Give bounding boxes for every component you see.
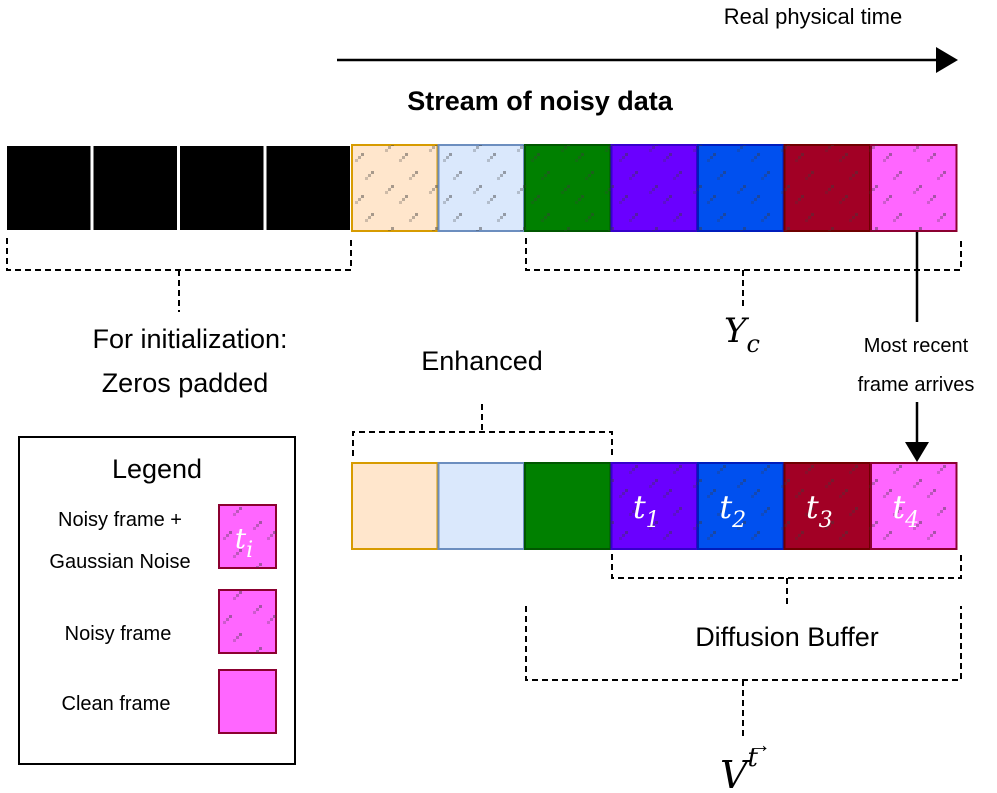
buffer-frame-4-label: t1 [633, 488, 660, 533]
buffer-frame-7-sub: 4 [904, 508, 919, 533]
stream-frame-1 [5, 144, 93, 232]
buffer-frame-5: t2 [697, 462, 785, 550]
diffusion-bracket [611, 554, 962, 579]
buffer-frame-6-label: t3 [806, 488, 833, 533]
legend-noisy-label: Noisy frame [65, 623, 172, 645]
stream-frame-3 [178, 144, 266, 232]
v-main: V [720, 753, 751, 793]
buffer-frame-5-sub: 2 [731, 508, 746, 533]
buffer-frame-6-sub: 3 [819, 508, 833, 533]
stream-title: Stream of noisy data [407, 86, 674, 116]
time-axis-label: Real physical time [724, 4, 903, 29]
init-bracket [6, 238, 352, 271]
stream-frame-5 [351, 144, 439, 232]
v-sup: t [747, 743, 758, 773]
most-recent-arrowhead [905, 442, 929, 462]
buffer-frame-2 [437, 462, 525, 550]
enhanced-label: Enhanced [421, 346, 543, 376]
buffer-frame-1 [351, 462, 439, 550]
stream-frame-8-noise [611, 145, 697, 231]
time-axis-arrowhead [936, 47, 958, 73]
buffer-frame-4-sub: 1 [646, 508, 660, 533]
buffer-frame-6-t: t [806, 488, 819, 526]
legend-clean-swatch-rect [218, 669, 277, 734]
stream-frame-4 [264, 144, 352, 232]
buffer-frame-7-noise [871, 463, 957, 549]
buffer-frame-6: t3 [783, 462, 871, 550]
legend-gauss-label-line1: Noisy frame + [58, 509, 182, 531]
most-recent-label-line1: Most recent [864, 335, 969, 357]
buffer-frame-7: t4 [870, 462, 958, 550]
buffer-frame-4-noise [611, 463, 697, 549]
buffer-frame-3 [524, 462, 612, 550]
legend-title: Legend [112, 454, 202, 484]
stream-frame-6 [437, 144, 525, 232]
legend-gauss-label-line2: Gaussian Noise [49, 551, 190, 573]
stream-frame-5-noise [352, 145, 438, 231]
buffer-frame-5-t: t [719, 488, 732, 526]
buffer-frame-5-label: t2 [719, 488, 746, 533]
stream-frame-11-noise [871, 145, 957, 231]
stream-frame-11 [870, 144, 958, 232]
buffer-frame-7-t: t [892, 488, 905, 526]
stream-frame-10 [783, 144, 871, 232]
stream-frame-9 [697, 144, 785, 232]
stream-frame-4-rect [264, 144, 352, 232]
legend-clean-swatch [218, 669, 277, 734]
enhanced-bracket [352, 431, 613, 456]
stream-frame-8 [610, 144, 698, 232]
legend-noisy-swatch [218, 589, 277, 654]
yc-label: Yc [724, 311, 760, 358]
stream-frame-7 [524, 144, 612, 232]
stream-frame-9-noise [698, 145, 784, 231]
most-recent-label-line2: frame arrives [858, 374, 975, 396]
buffer-frame-6-noise [784, 463, 870, 549]
buffer-frame-1-rect [351, 462, 439, 550]
stream-frame-3-rect [178, 144, 266, 232]
legend-gauss-swatch-sub: i [246, 538, 253, 563]
yc-bracket [525, 238, 962, 271]
legend-swatches: ti [218, 504, 277, 734]
buffer-frame-4-t: t [633, 488, 646, 526]
stream-frame-10-noise [784, 145, 870, 231]
buffer-frame-7-label: t4 [892, 488, 919, 533]
legend-gauss-swatch-t: t [235, 522, 247, 555]
legend-gauss-swatch-label: ti [235, 522, 253, 563]
yc-main: Y [724, 311, 750, 351]
v-arrow-glyph: → [749, 732, 771, 757]
stream-frames [5, 144, 958, 232]
yc-sub: c [746, 330, 759, 358]
stream-frame-7-noise [525, 145, 611, 231]
init-label-line1: For initialization: [92, 324, 287, 354]
init-label-line2: Zeros padded [102, 368, 269, 398]
buffer-frame-2-rect [437, 462, 525, 550]
legend-noisy-swatch-noise [219, 590, 276, 653]
v-label: Vt [720, 743, 758, 793]
stream-frame-6-noise [438, 145, 524, 231]
legend-gauss-swatch: ti [218, 504, 277, 569]
legend-clean-label: Clean frame [62, 693, 171, 715]
stream-frame-2-rect [91, 144, 179, 232]
stream-frame-1-rect [5, 144, 93, 232]
stream-frame-2 [91, 144, 179, 232]
buffer-frame-3-rect [524, 462, 612, 550]
diffusion-buffer-label: Diffusion Buffer [695, 622, 879, 652]
buffer-frame-4: t1 [610, 462, 698, 550]
buffer-frame-5-noise [698, 463, 784, 549]
legend-gauss-swatch-noise [219, 505, 276, 568]
